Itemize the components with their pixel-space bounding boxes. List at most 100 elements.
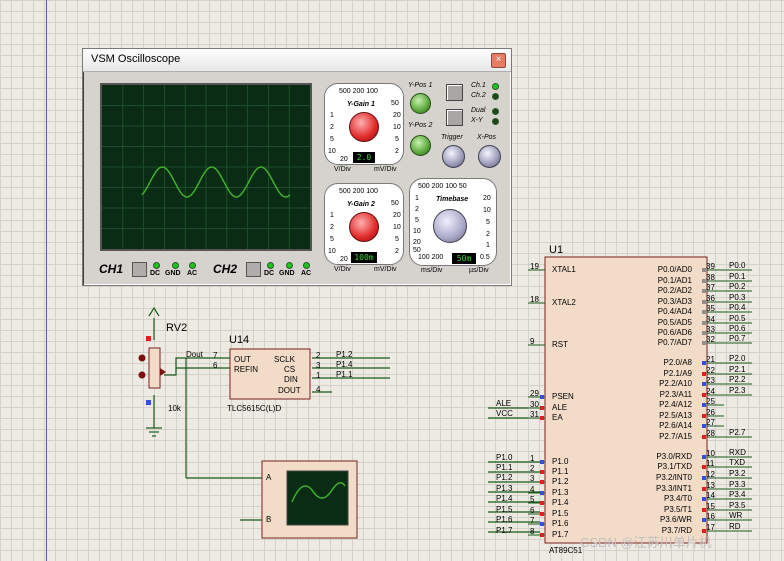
u1-net-label: P2.3 <box>729 386 746 395</box>
u1-pin-name: P0.7/AD7 <box>657 338 692 347</box>
u1-pin-name: P2.2/A10 <box>659 379 692 388</box>
ygain1-scale-top: 500 200 100 <box>339 88 378 95</box>
u1-pin-num: 33 <box>706 325 715 334</box>
ch1-toggle-button[interactable] <box>132 262 147 277</box>
u1-net-label: P0.3 <box>729 293 746 302</box>
ypos1-knob[interactable] <box>410 93 431 114</box>
ygain2-panel: 500 200 100 Y-Gain 2 1 2 5 10 20 50 20 1… <box>324 183 404 265</box>
timebase-left-tick: 1 <box>415 195 419 202</box>
u1-net-label: P0.7 <box>729 334 746 343</box>
u1-net-label: RXD <box>729 448 746 457</box>
pin-marker <box>540 533 544 537</box>
ch1-ac-led <box>189 262 196 269</box>
u1-pin-name: P1.0 <box>552 457 569 466</box>
u1-pin-name: P1.4 <box>552 498 569 507</box>
ygain1-left-tick: 2 <box>330 124 334 131</box>
ch1-label: CH1 <box>99 262 124 276</box>
rv2-ref[interactable]: RV2 <box>166 322 188 334</box>
u1-pin-num: 34 <box>706 315 715 324</box>
u1-net-label: P3.5 <box>729 501 746 510</box>
ypos1-label: Y-Pos 1 <box>408 82 433 89</box>
u14-pin-name: DIN <box>284 375 298 384</box>
u14-pin-num: 6 <box>213 361 218 370</box>
u1-net-label: P2.2 <box>729 375 746 384</box>
pin-marker <box>702 403 706 407</box>
u1-net-label: TXD <box>729 458 745 467</box>
ch2-toggle-button[interactable] <box>246 262 261 277</box>
u1-pin-name: P3.0/RXD <box>656 452 692 461</box>
vsm-oscilloscope-window[interactable]: VSM Oscilloscope × CH1 DC GND AC CH2 DC … <box>82 48 512 286</box>
pin-marker <box>540 501 544 505</box>
close-button[interactable]: × <box>491 53 506 68</box>
u1-pin-num: 15 <box>706 502 715 511</box>
pin-marker <box>702 465 706 469</box>
ygain1-left-tick: 20 <box>340 156 348 163</box>
u1-pin-name: P1.1 <box>552 467 569 476</box>
u1-pin-num: 16 <box>706 512 715 521</box>
u1-net-label: P0.0 <box>729 261 746 270</box>
scope-grid <box>102 85 310 249</box>
ygain2-knob[interactable] <box>349 212 379 242</box>
u1-pin-num: 36 <box>706 294 715 303</box>
u1-pin-num: 14 <box>706 491 715 500</box>
u14-part: TLC5615C(L)D <box>227 404 282 413</box>
ygain2-scale-top: 500 200 100 <box>339 188 378 195</box>
ygain2-right-tick: 10 <box>393 224 401 231</box>
u1-pin-name: P3.2/INT0 <box>655 473 692 482</box>
pin-marker <box>702 372 706 376</box>
ch2-gnd-led <box>286 262 293 269</box>
ygain2-right-tick: 50 <box>391 200 399 207</box>
u1-net-label: VCC <box>496 409 513 418</box>
u1-pin-name: XTAL1 <box>552 265 576 274</box>
u1-pin-name: P2.7/A15 <box>659 432 692 441</box>
u1-ref[interactable]: U1 <box>549 244 564 256</box>
pin-marker <box>702 361 706 365</box>
u1-pin-num: 38 <box>706 273 715 282</box>
ch1-gnd-label: GND <box>165 270 181 277</box>
timebase-right-tick: 10 <box>483 207 491 214</box>
ch1-led-label: Ch.1 <box>471 82 486 89</box>
timebase-right-tick: 20 <box>483 195 491 202</box>
ygain2-unit-right: mV/Div <box>374 266 397 273</box>
u1-pin-name: P2.1/A9 <box>663 369 692 378</box>
u1-pin-num: 13 <box>706 481 715 490</box>
ygain1-left-tick: 10 <box>328 148 336 155</box>
u1-net-label: P0.4 <box>729 303 746 312</box>
ygain2-left-tick: 1 <box>330 212 334 219</box>
pin-marker <box>702 393 706 397</box>
window-titlebar[interactable]: VSM Oscilloscope × <box>83 49 511 72</box>
timebase-left-tick: 10 <box>413 228 421 235</box>
ch1-ac-label: AC <box>187 270 198 277</box>
timebase-knob[interactable] <box>433 209 467 243</box>
ygain2-right-tick: 2 <box>395 248 399 255</box>
pin-marker <box>540 460 544 464</box>
ygain1-right-tick: 2 <box>395 148 399 155</box>
u1-pin-num: 8 <box>530 527 535 536</box>
ygain1-knob[interactable] <box>349 112 379 142</box>
pin-marker <box>702 414 706 418</box>
timebase-left-tick: 50 <box>413 247 421 254</box>
u1-pin-name: P1.6 <box>552 519 569 528</box>
scope-screen <box>100 83 312 251</box>
pin-marker <box>702 300 706 304</box>
u1-pin-num: 2 <box>530 464 535 473</box>
u1-net-label: RD <box>729 522 741 531</box>
timebase-right-tick: 1 <box>486 242 490 249</box>
xpos-knob[interactable] <box>478 145 501 168</box>
pin-marker <box>702 268 706 272</box>
pin-marker <box>702 310 706 314</box>
channel-select-button[interactable] <box>446 84 463 101</box>
u1-pin-num: 4 <box>530 485 535 494</box>
dual-active-led <box>492 108 499 115</box>
mode-select-button[interactable] <box>446 109 463 126</box>
ch2-dc-led <box>267 262 274 269</box>
ypos2-knob[interactable] <box>410 135 431 156</box>
trigger-knob[interactable] <box>442 145 465 168</box>
u14-ref[interactable]: U14 <box>229 334 250 346</box>
ygain2-left-tick: 2 <box>330 224 334 231</box>
u1-net-label: P0.1 <box>729 272 746 281</box>
scope-pin-b: B <box>266 515 272 524</box>
u1-pin-num: 3 <box>530 474 535 483</box>
u1-net-label: P3.2 <box>729 469 746 478</box>
u14-pin-num: 3 <box>316 361 321 370</box>
